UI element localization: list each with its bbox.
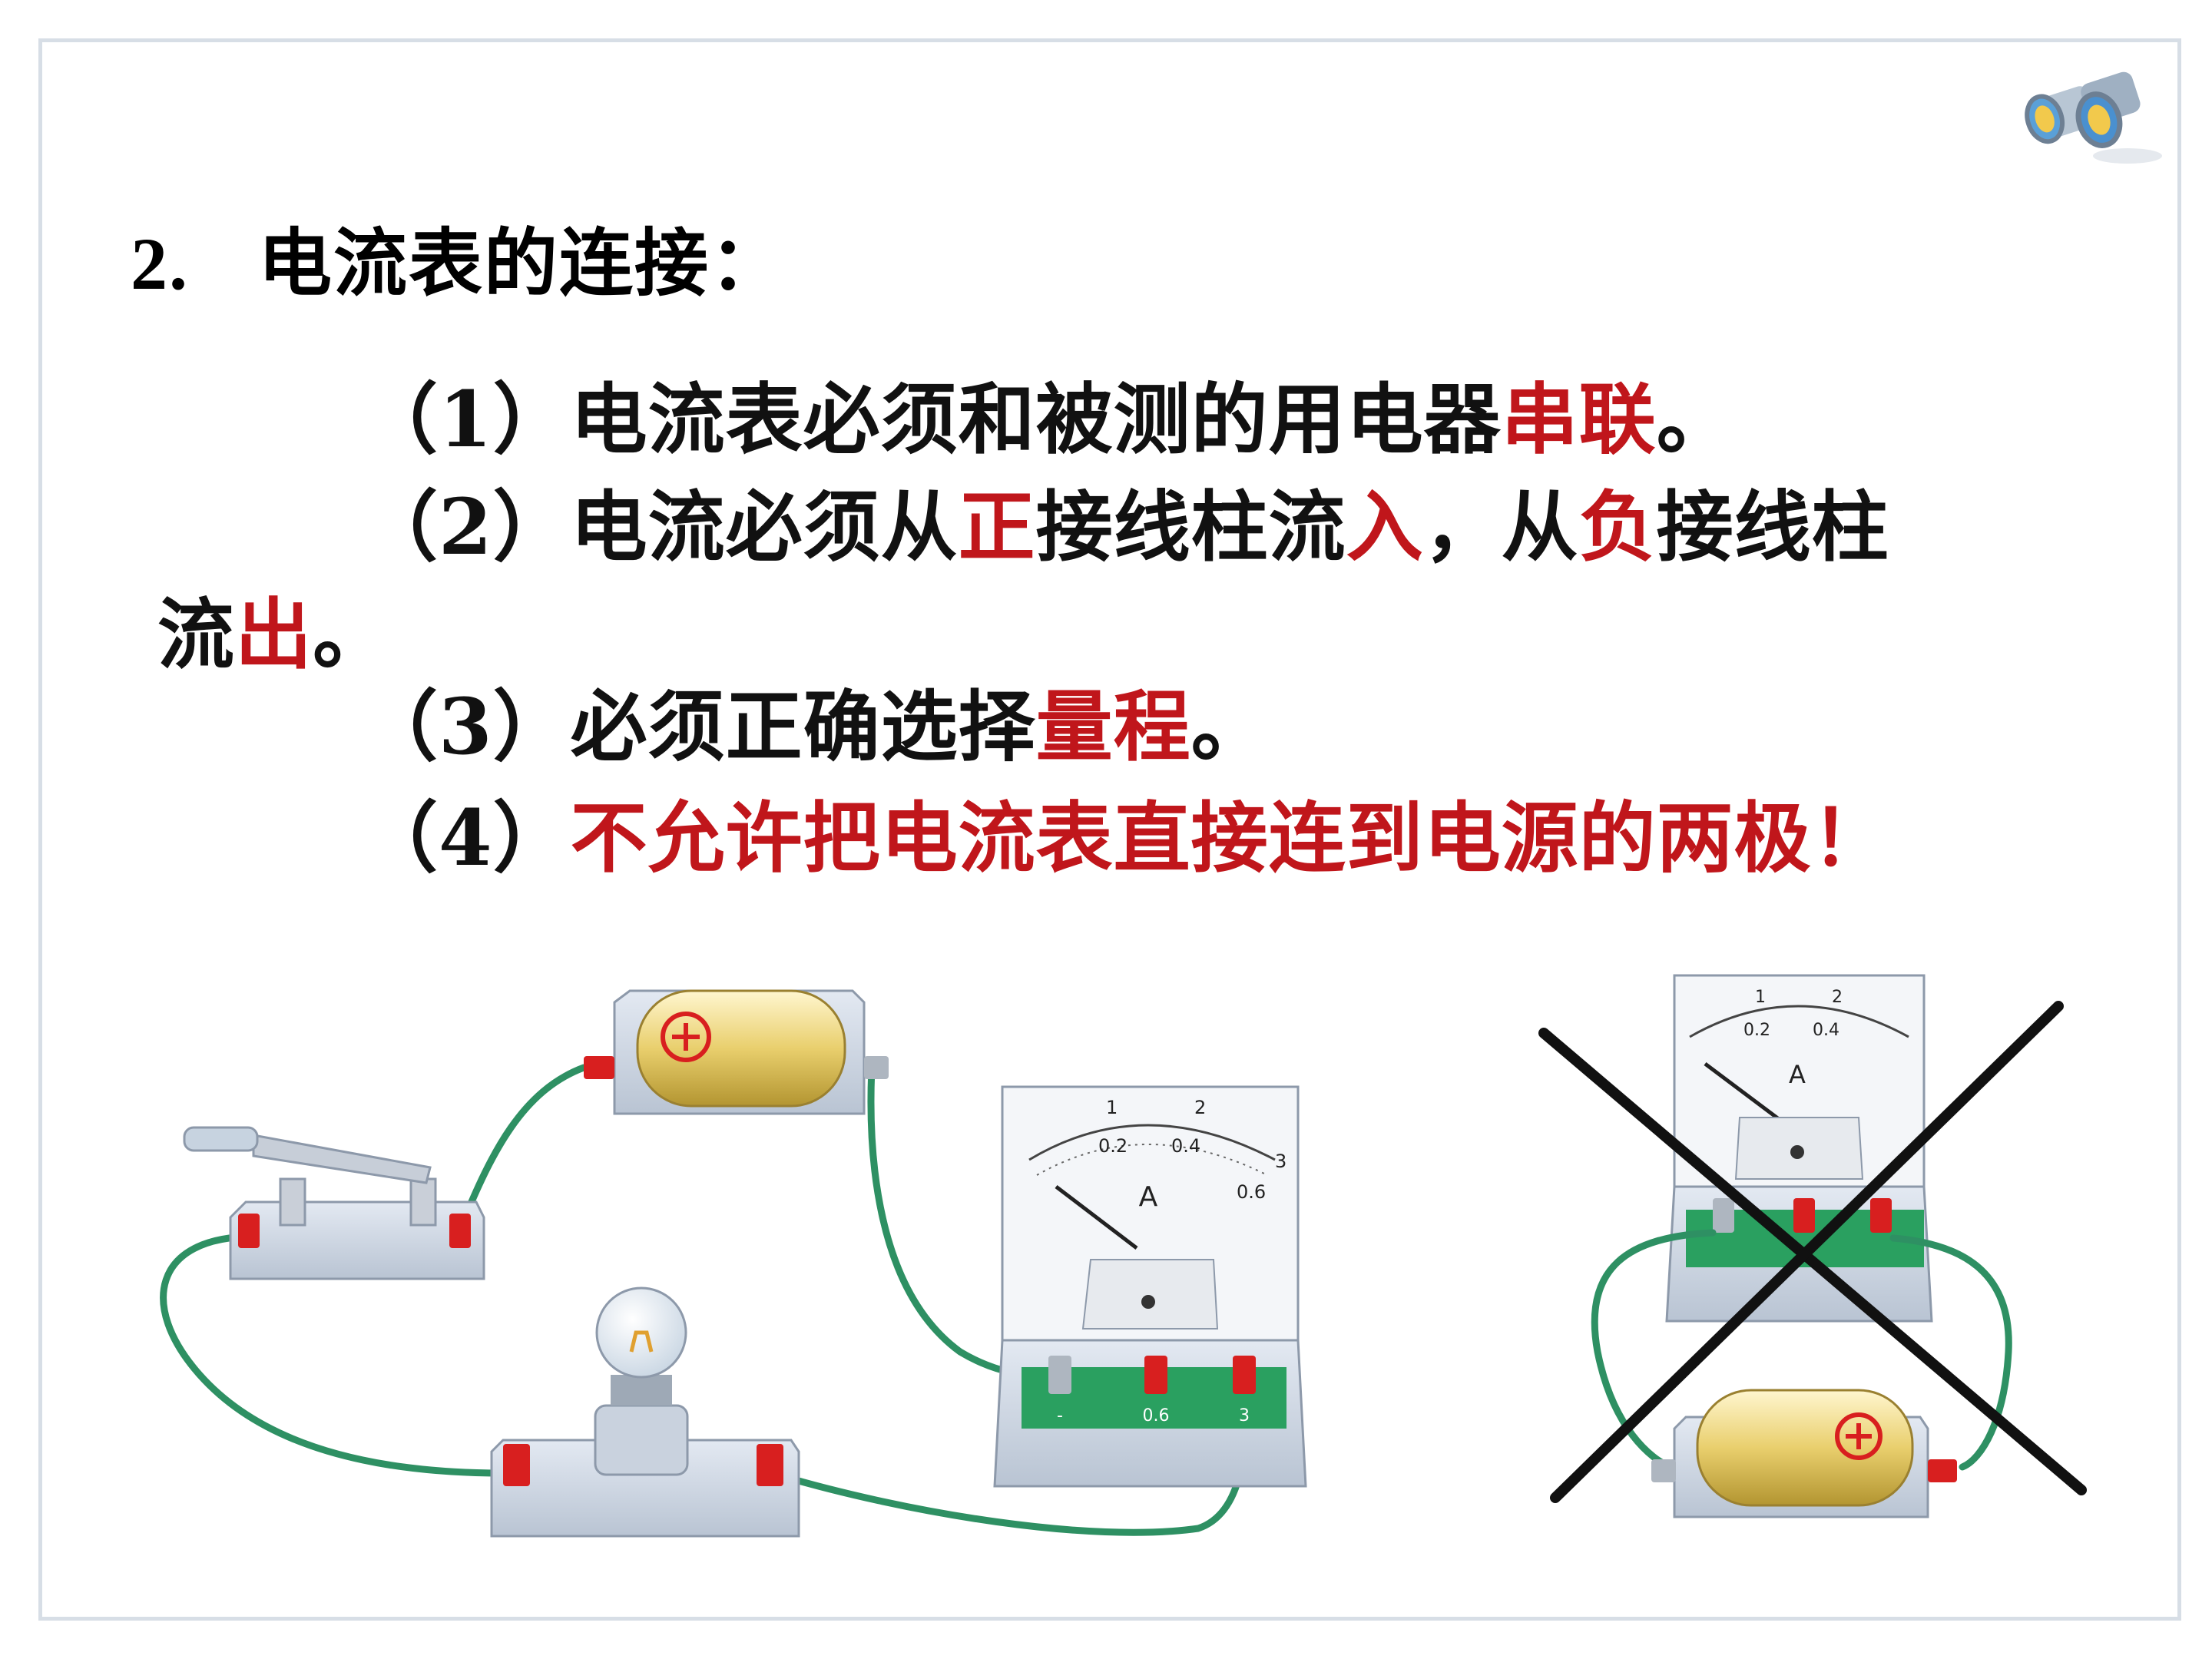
lower-scale-2: 0.4 — [1171, 1135, 1200, 1157]
terminal-3: 3 — [1239, 1406, 1250, 1426]
knife-switch — [183, 1126, 485, 1280]
rule-2: （2）电流必须从正接线柱流入，从负接线柱 — [361, 465, 1889, 576]
rule-2-positive: 正 — [958, 482, 1036, 572]
rule-1: （1）电流表必须和被测的用电器串联。 — [361, 357, 1734, 469]
rule-4-text: （4） — [361, 793, 571, 883]
rule-2-text-5: 流 — [157, 589, 235, 680]
rule-3-suffix: 。 — [1190, 681, 1269, 772]
rule-2-text-2: 接线柱流 — [1035, 482, 1346, 572]
section-title-text: 电流表的连接： — [258, 220, 785, 306]
rule-2-text: （2）电流必须从 — [361, 482, 959, 572]
section-number: 2. — [131, 223, 189, 305]
lower-scale-1: 0.2 — [1098, 1135, 1128, 1157]
rule-1-highlight: 串联 — [1501, 374, 1657, 465]
cross-mark-icon — [1538, 1001, 2087, 1503]
upper-scale-1: 1 — [1106, 1097, 1118, 1118]
lower-scale-3: 0.6 — [1237, 1181, 1266, 1203]
ammeter-2-scale-1: 1 — [1755, 988, 1766, 1007]
ammeter-2-scale-0-2: 0.2 — [1743, 1021, 1770, 1040]
circuit-illustration: A 1 2 3 0.2 0.4 0.6 - 0.6 3 A 1 2 0.2 0.… — [160, 974, 2087, 1538]
rule-3-highlight: 量程 — [1035, 681, 1191, 772]
rule-3: （3）必须正确选择量程。 — [361, 664, 1269, 776]
rule-2-negative: 负 — [1578, 482, 1657, 572]
ammeter-unit: A — [1139, 1181, 1158, 1213]
binoculars-icon — [2025, 71, 2162, 164]
section-title: 2. 电流表的连接： — [131, 204, 785, 310]
rule-1-text: （1）电流表必须和被测的用电器 — [361, 374, 1502, 465]
ammeter-2-unit: A — [1789, 1060, 1806, 1089]
terminal-0-6: 0.6 — [1143, 1406, 1170, 1426]
lamp — [490, 1286, 800, 1538]
wrong-circuit: A 1 2 0.2 0.4 — [1591, 974, 2012, 1518]
ammeter-2-scale-2: 2 — [1832, 988, 1843, 1007]
battery — [584, 989, 889, 1115]
rule-2-text-4: 接线柱 — [1656, 482, 1889, 572]
rule-4: （4）不允许把电流表直接连到电源的两极！ — [361, 776, 1889, 887]
rule-3-text: （3）必须正确选择 — [361, 681, 1036, 772]
upper-scale-3: 3 — [1275, 1151, 1286, 1172]
rule-4-highlight: 不允许把电流表直接连到电源的两极！ — [570, 793, 1889, 883]
rule-2-text-3: ，从 — [1423, 482, 1579, 572]
rule-2-continuation: 流出。 — [157, 572, 390, 684]
rule-1-suffix: 。 — [1656, 374, 1734, 465]
rule-2-suffix: 。 — [313, 589, 390, 680]
rule-2-out: 出 — [235, 589, 313, 680]
upper-scale-2: 2 — [1194, 1097, 1206, 1118]
ammeter: A 1 2 3 0.2 0.4 0.6 - 0.6 3 — [993, 1085, 1307, 1488]
terminal-negative: - — [1057, 1406, 1063, 1426]
slide-frame — [38, 38, 2181, 1621]
rule-2-in: 入 — [1346, 482, 1424, 572]
ammeter-2-scale-0-4: 0.4 — [1813, 1021, 1839, 1040]
